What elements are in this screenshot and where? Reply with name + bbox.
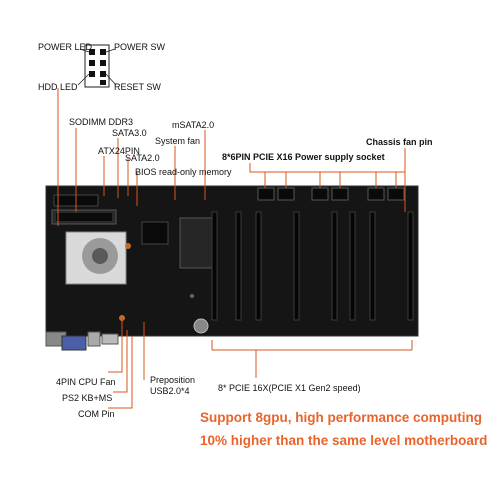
system-fan-label: System fan [155,136,201,146]
cpu-fan-label: 4PIN CPU Fan [56,377,116,387]
promo-line-2: 10% higher than the same level motherboa… [200,433,488,448]
hdd-led-label: HDD LED [38,82,78,92]
atx24pin-label: ATX24PIN [98,146,140,156]
promo-line-1: Support 8gpu, high performance computing [200,410,482,425]
usb-count-label: USB2.0*4 [150,386,190,396]
front-panel-header [77,44,117,88]
msata-label: mSATA2.0 [172,120,215,130]
pcie-power-label: 8*6PIN PCIE X16 Power supply socket [222,152,385,162]
sata30-label: SATA3.0 [112,128,147,138]
chassis-fan-label: Chassis fan pin [366,137,433,147]
sodimm-label: SODIMM DDR3 [69,117,134,127]
com-pin-label: COM Pin [78,409,115,419]
power-sw-label: POWER SW [114,42,165,52]
pcie-slots-label: 8* PCIE 16X(PCIE X1 Gen2 speed) [218,383,361,393]
usb-preposition-label: Preposition [150,375,196,385]
power-led-label: POWER LED [38,42,93,52]
bios-label: BIOS read-only memory [135,167,232,177]
sata20-label: SATA2.0 [125,153,160,163]
reset-sw-label: RESET SW [114,82,161,92]
leader-lines [57,88,413,409]
motherboard-photo [45,185,419,351]
ps2-label: PS2 KB+MS [62,393,113,403]
